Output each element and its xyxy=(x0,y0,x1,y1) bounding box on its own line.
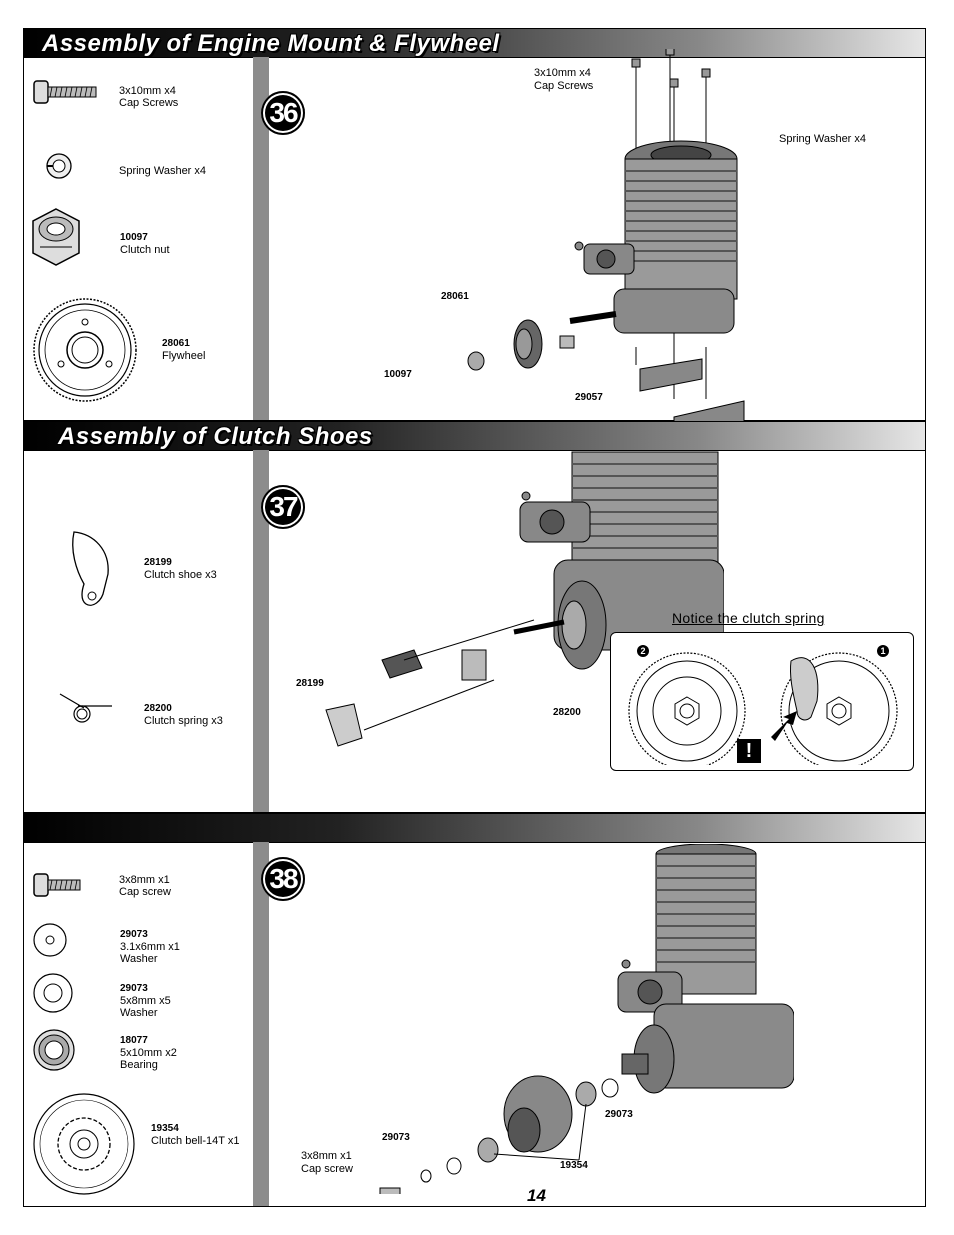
part-flywheel: 28061 Flywheel xyxy=(162,337,205,362)
section-title: Assembly of Clutch Shoes xyxy=(58,423,373,450)
part-name: Clutch bell-14T x1 xyxy=(151,1135,240,1147)
part-spring-washer: Spring Washer x4 xyxy=(119,165,206,177)
part-name: Flywheel xyxy=(162,350,206,362)
section-engine-mount-flywheel: Assembly of Engine Mount & Flywheel 3x10… xyxy=(23,28,926,421)
part-name: 5x10mm x2 xyxy=(120,1047,177,1059)
part-name: Clutch shoe x3 xyxy=(144,569,217,581)
callout-spring-washer: Spring Washer x4 xyxy=(779,133,867,145)
part-desc: Cap Screws xyxy=(119,97,179,109)
callout-clutch-bell: 19354 xyxy=(560,1160,588,1171)
part-desc: Washer xyxy=(120,953,158,965)
column-divider xyxy=(253,57,269,420)
section-title: Assembly of Engine Mount & Flywheel xyxy=(42,30,500,57)
engine-illustration xyxy=(379,844,794,1194)
part-code: 29073 xyxy=(120,983,148,994)
clutch-spring-icon xyxy=(59,693,112,723)
part-code: 29073 xyxy=(120,929,148,940)
part-name: Clutch nut xyxy=(120,244,170,256)
clutch-shoe-icon xyxy=(72,531,109,606)
step-number: 38 xyxy=(261,857,305,901)
notice-mark-right: 1 xyxy=(877,645,889,657)
clutch-bell-icon xyxy=(33,1093,135,1195)
nut-icon xyxy=(32,208,80,266)
bearing-icon xyxy=(33,1029,75,1071)
part-cap-screw: 3x8mm x1 Cap screw xyxy=(119,874,171,898)
callout-flywheel: 28061 xyxy=(441,291,469,302)
section-header xyxy=(24,814,925,843)
callout-washer-b: 29073 xyxy=(382,1132,410,1143)
part-code: 18077 xyxy=(120,1035,148,1046)
warning-icon: ! xyxy=(737,739,761,763)
part-desc: Cap screw xyxy=(119,886,171,898)
section-clutch-bell: 3x8mm x1 Cap screw 29073 3.1x6mm x1 Wash… xyxy=(23,813,926,1207)
callout-washer-a: 29073 xyxy=(605,1109,633,1120)
step-number: 37 xyxy=(261,485,305,529)
engine-illustration xyxy=(325,451,724,747)
part-washer-large: 29073 5x8mm x5 Washer xyxy=(120,982,171,1019)
cap-screw-icon xyxy=(33,80,97,104)
part-cap-screws: 3x10mm x4 Cap Screws xyxy=(119,85,178,109)
part-name: 5x8mm x5 xyxy=(120,995,171,1007)
callout-cap-screw: 3x8mm x1 Cap screw xyxy=(301,1150,353,1176)
step-number: 36 xyxy=(261,91,305,135)
section-header: Assembly of Engine Mount & Flywheel xyxy=(24,29,925,58)
callout-text: Cap screw xyxy=(301,1163,353,1175)
column-divider xyxy=(253,842,269,1206)
part-code: 28199 xyxy=(144,557,172,568)
notice-mark-left: 2 xyxy=(637,645,649,657)
part-desc: Washer xyxy=(120,1007,158,1019)
callout-spring: 28200 xyxy=(553,707,581,718)
part-clutch-nut: 10097 Clutch nut xyxy=(120,231,170,256)
engine-illustration xyxy=(467,49,745,421)
part-name: Clutch spring x3 xyxy=(144,715,223,727)
notice-title: Notice the clutch spring xyxy=(672,610,825,626)
callout-mount: 29057 xyxy=(575,392,603,403)
cap-screw-icon xyxy=(33,873,81,897)
section-header: Assembly of Clutch Shoes xyxy=(24,422,925,451)
part-clutch-spring: 28200 Clutch spring x3 xyxy=(144,702,223,727)
flywheel-icon xyxy=(33,298,137,402)
spring-washer-icon xyxy=(46,153,72,179)
callout-cap-screws: 3x10mm x4 Cap Screws xyxy=(534,67,593,93)
part-code: 28200 xyxy=(144,703,172,714)
part-name: Spring Washer x4 xyxy=(119,165,207,177)
part-code: 10097 xyxy=(120,232,148,243)
part-desc: Bearing xyxy=(120,1059,158,1071)
part-name: 3x10mm x4 xyxy=(119,85,176,97)
part-name: 3.1x6mm x1 xyxy=(120,941,180,953)
callout-text: Cap Screws xyxy=(534,80,594,92)
clutch-detail-illustration xyxy=(628,652,898,765)
callout-shoe: 28199 xyxy=(296,678,324,689)
page-number: 14 xyxy=(527,1186,546,1205)
part-washer-small: 29073 3.1x6mm x1 Washer xyxy=(120,928,180,965)
part-bearing: 18077 5x10mm x2 Bearing xyxy=(120,1034,177,1071)
callout-text: 3x8mm x1 xyxy=(301,1150,352,1162)
washer-icon xyxy=(33,973,73,1013)
part-clutch-shoe: 28199 Clutch shoe x3 xyxy=(144,556,217,581)
part-name: 3x8mm x1 xyxy=(119,874,170,886)
part-clutch-bell: 19354 Clutch bell-14T x1 xyxy=(151,1122,239,1147)
column-divider xyxy=(253,450,269,812)
callout-nut: 10097 xyxy=(384,369,412,380)
washer-icon xyxy=(33,923,67,957)
part-code: 28061 xyxy=(162,338,190,349)
part-code: 19354 xyxy=(151,1123,179,1134)
callout-text: 3x10mm x4 xyxy=(534,67,591,79)
section-clutch-shoes: Assembly of Clutch Shoes 28199 Clutch sh… xyxy=(23,421,926,813)
notice-box: 2 1 ! xyxy=(610,632,914,771)
